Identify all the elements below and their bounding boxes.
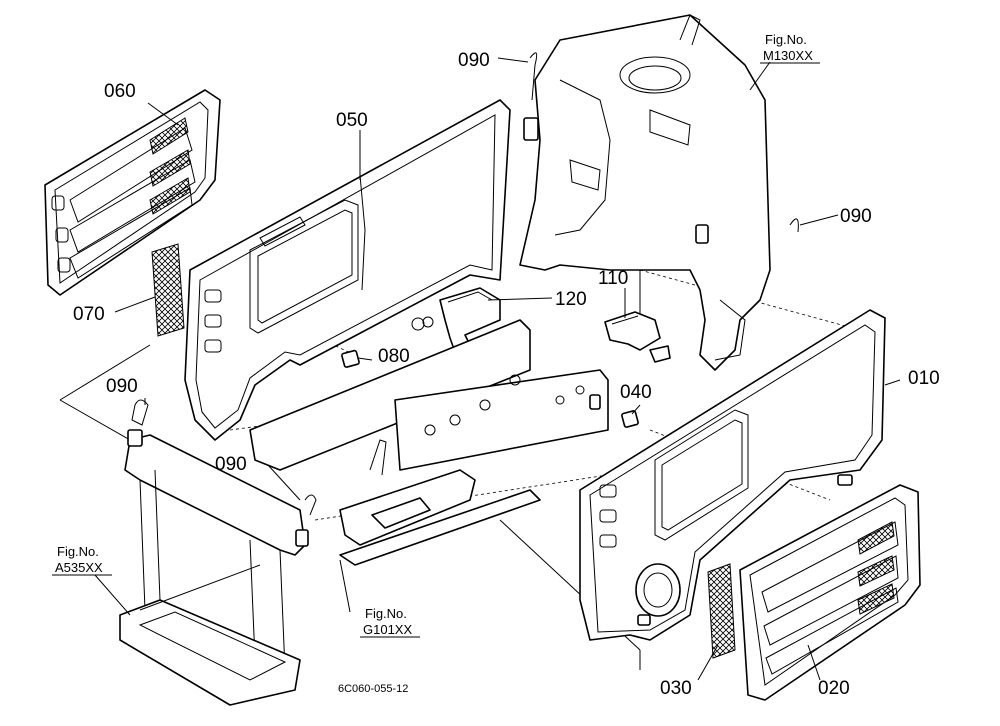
label-120: 120 [555,289,587,310]
label-090-right: 090 [840,206,872,227]
label-090-bottom: 090 [215,454,247,475]
clip-090-right[interactable] [695,218,799,244]
filter-left[interactable] [151,243,185,337]
figure-ref-m130: Fig.No. M130XX [760,32,820,64]
part-labels: 060 050 070 080 090 090 090 090 110 120 … [73,50,940,699]
drawing-code: 6C060-055-12 [338,683,408,695]
figure-ref-a535: Fig.No. A535XX [52,544,112,576]
side-louver-panel-right[interactable] [739,484,921,701]
filter-right[interactable] [707,563,736,659]
clip-090-left[interactable] [127,399,149,447]
label-110: 110 [598,268,628,289]
side-louver-panel-left[interactable] [44,89,221,296]
hinge-110[interactable] [604,311,671,363]
label-050: 050 [336,110,368,131]
label-010: 010 [908,368,940,389]
grommet-040[interactable] [621,410,639,428]
label-020: 020 [818,678,850,699]
leader-lines [94,57,901,681]
label-070: 070 [73,304,105,325]
bolt-set [411,316,434,331]
fig-ref-m130-line2: M130XX [763,48,813,63]
label-030: 030 [660,678,692,699]
figure-ref-g101: Fig.No. G101XX [360,606,420,638]
clip-090-bottom[interactable] [295,494,317,547]
cab-frame[interactable] [519,14,771,371]
clip-090-top[interactable] [523,52,539,141]
label-090-top: 090 [458,50,490,71]
label-080: 080 [378,346,410,367]
fig-ref-a535-line2: A535XX [55,560,103,575]
rear-panel-right[interactable] [579,309,886,641]
grommet-080[interactable] [341,349,360,368]
bracket-120[interactable] [439,287,501,353]
fig-ref-g101-line2: G101XX [363,622,412,637]
fig-ref-m130-line1: Fig.No. [765,32,807,47]
label-040: 040 [620,382,652,403]
floor-plate[interactable] [249,319,609,566]
label-060: 060 [104,81,136,102]
label-090-left: 090 [106,376,138,397]
fig-ref-g101-line1: Fig.No. [365,606,407,621]
hardware-bits [589,394,853,626]
seat-base-frame[interactable] [119,434,306,706]
fig-ref-a535-line1: Fig.No. [57,544,99,559]
rear-panel[interactable] [184,99,511,441]
